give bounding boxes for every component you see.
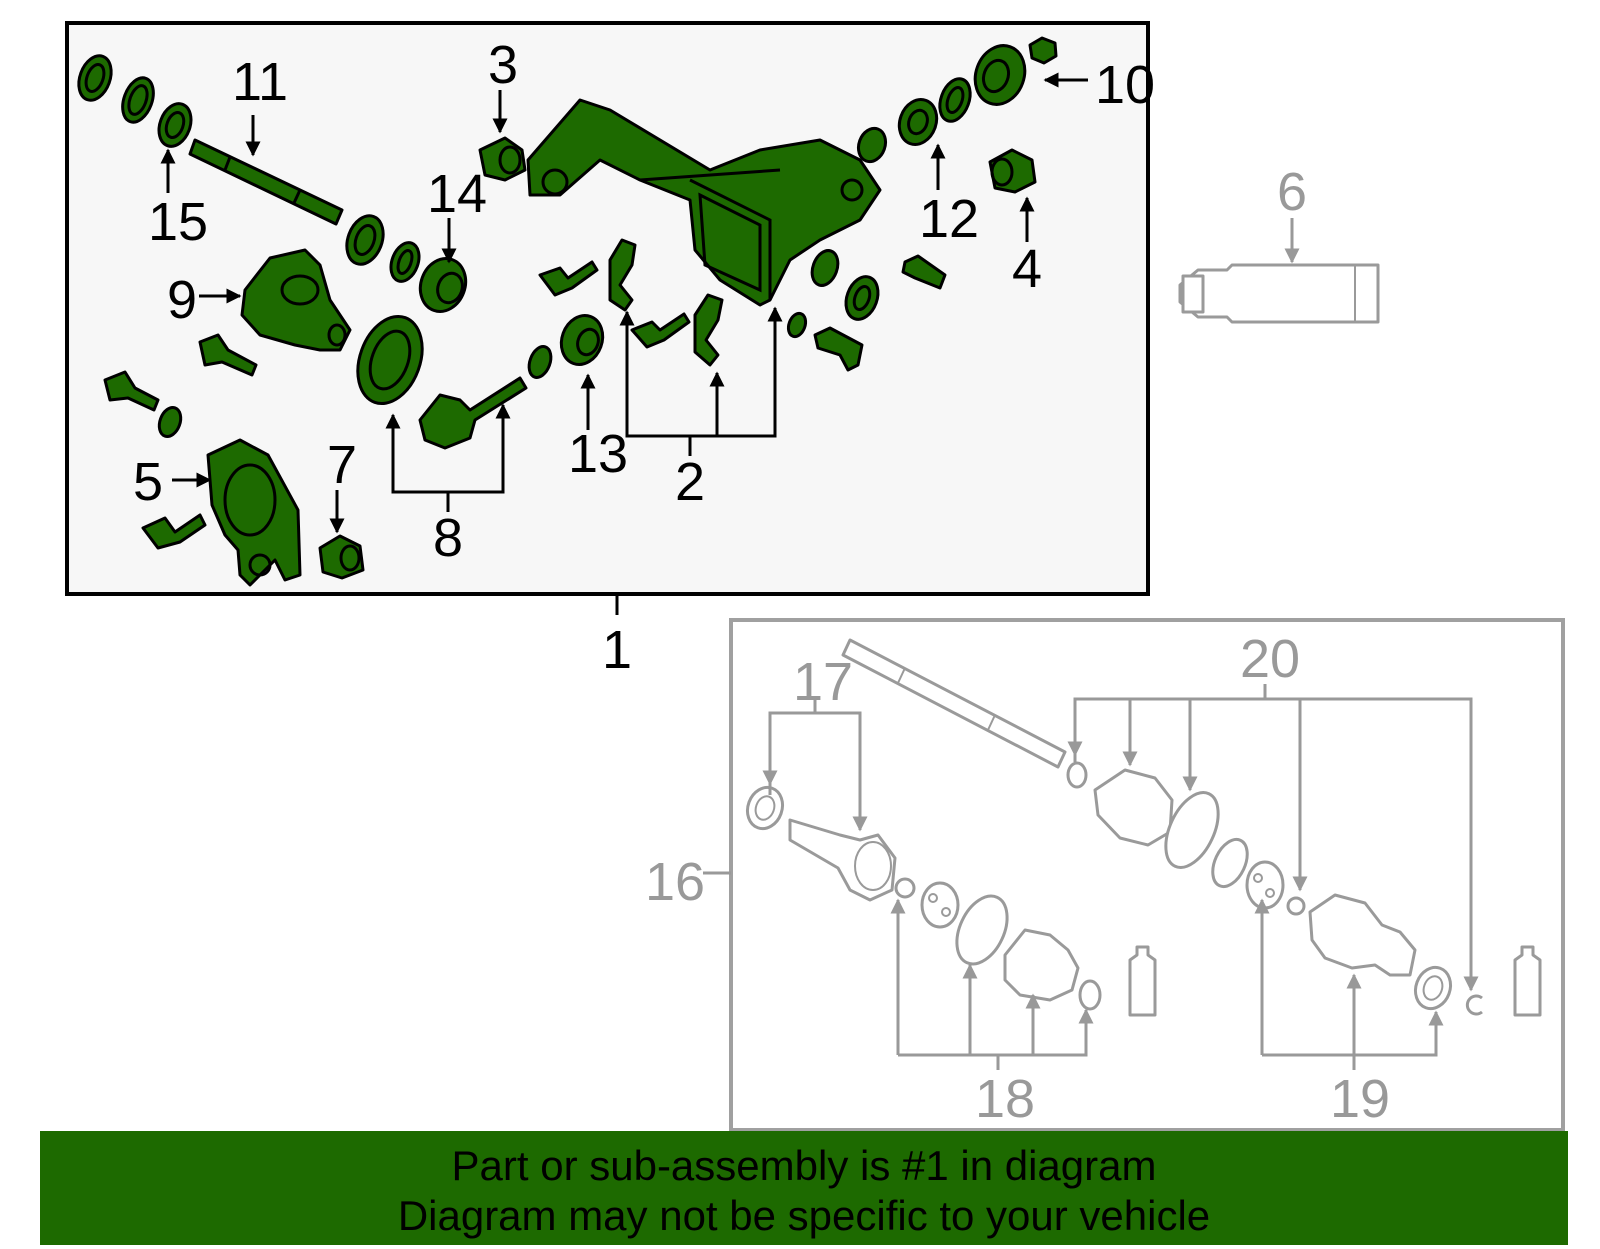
callout-13: 13 bbox=[568, 424, 628, 484]
snap-ring bbox=[1211, 837, 1249, 889]
callout-6: 6 bbox=[1277, 162, 1307, 222]
grease-tube-6 bbox=[1178, 218, 1380, 324]
carrier-housing bbox=[526, 98, 882, 307]
c-clip bbox=[1465, 994, 1483, 1016]
cap-bolt-b bbox=[630, 312, 691, 349]
seal-19 bbox=[1413, 965, 1453, 1011]
nut bbox=[1028, 36, 1058, 65]
bushing-7 bbox=[318, 534, 365, 580]
callout-9: 9 bbox=[167, 270, 197, 330]
ring-clip bbox=[1066, 761, 1088, 789]
callout-14: 14 bbox=[427, 164, 487, 224]
grease-bottle-left bbox=[1128, 945, 1157, 1017]
pinion-gear bbox=[418, 376, 528, 450]
bearing-cap-b bbox=[693, 293, 724, 367]
seal-right-b bbox=[844, 275, 880, 321]
washer-small bbox=[157, 405, 183, 439]
banner-line-2: Diagram may not be specific to your vehi… bbox=[397, 1192, 1211, 1239]
band-clamp bbox=[955, 894, 1009, 966]
cap-bolt-a bbox=[538, 260, 599, 297]
bearing-14 bbox=[418, 257, 468, 313]
callout-17: 17 bbox=[793, 652, 853, 712]
stud-b bbox=[901, 254, 947, 290]
callout-2: 2 bbox=[675, 452, 705, 512]
bolt-a bbox=[198, 333, 258, 377]
inner-shaft bbox=[188, 138, 344, 226]
spider-joint bbox=[1245, 860, 1285, 910]
flange-10 bbox=[973, 44, 1027, 106]
inner-race bbox=[920, 881, 960, 929]
callout-16: 16 bbox=[645, 852, 705, 912]
o-ring-small bbox=[786, 311, 808, 339]
band-clamp-inner bbox=[1164, 791, 1220, 869]
callout-11: 11 bbox=[232, 52, 288, 112]
axle-shaft bbox=[841, 638, 1067, 769]
callout-18: 18 bbox=[975, 1069, 1035, 1129]
clip bbox=[894, 877, 916, 899]
banner-line-1: Part or sub-assembly is #1 in diagram bbox=[451, 1142, 1157, 1189]
bolt-c bbox=[141, 513, 207, 550]
seal-right-a bbox=[810, 249, 840, 287]
seal-12 bbox=[897, 98, 939, 146]
callout-12: 12 bbox=[919, 189, 979, 249]
seal-rings-left bbox=[77, 54, 193, 148]
grease-bottle-right bbox=[1513, 945, 1542, 1017]
pinion-washer bbox=[527, 345, 553, 379]
callout-7: 7 bbox=[327, 435, 357, 495]
ring-gear bbox=[356, 314, 424, 406]
callout-8: 8 bbox=[433, 508, 463, 568]
callout-labels: 1 2 3 4 5 6 7 8 9 10 11 12 13 14 15 16 1… bbox=[133, 35, 1390, 1129]
callout-10: 10 bbox=[1095, 55, 1155, 115]
seal-17 bbox=[745, 785, 785, 831]
bushing-4 bbox=[988, 148, 1037, 194]
callout-20: 20 bbox=[1240, 629, 1300, 689]
differential-case bbox=[240, 248, 352, 352]
callout-4: 4 bbox=[1012, 239, 1042, 299]
inner-cv-housing bbox=[1308, 893, 1417, 977]
callout-5: 5 bbox=[133, 452, 163, 512]
notice-banner: Part or sub-assembly is #1 in diagram Di… bbox=[40, 1131, 1568, 1245]
bearing-cap-a bbox=[608, 238, 637, 312]
boot-outer bbox=[1003, 928, 1080, 1002]
small-clamp bbox=[1078, 979, 1102, 1011]
seal-small-12a bbox=[856, 126, 888, 164]
callout-3: 3 bbox=[488, 35, 518, 95]
callout-1: 1 bbox=[602, 620, 632, 680]
stud-a bbox=[813, 326, 864, 372]
drive-shaft-box bbox=[703, 618, 1565, 1132]
clip-small bbox=[1286, 896, 1306, 916]
callout-15: 15 bbox=[148, 192, 208, 252]
callout-19: 19 bbox=[1330, 1069, 1390, 1129]
bushing-3 bbox=[478, 136, 527, 182]
front-axle-assembly-box bbox=[65, 21, 1150, 615]
outer-cv-joint bbox=[788, 818, 897, 902]
bearing-13 bbox=[559, 314, 605, 366]
cover-plate bbox=[206, 438, 302, 587]
bolt-b bbox=[103, 370, 160, 412]
